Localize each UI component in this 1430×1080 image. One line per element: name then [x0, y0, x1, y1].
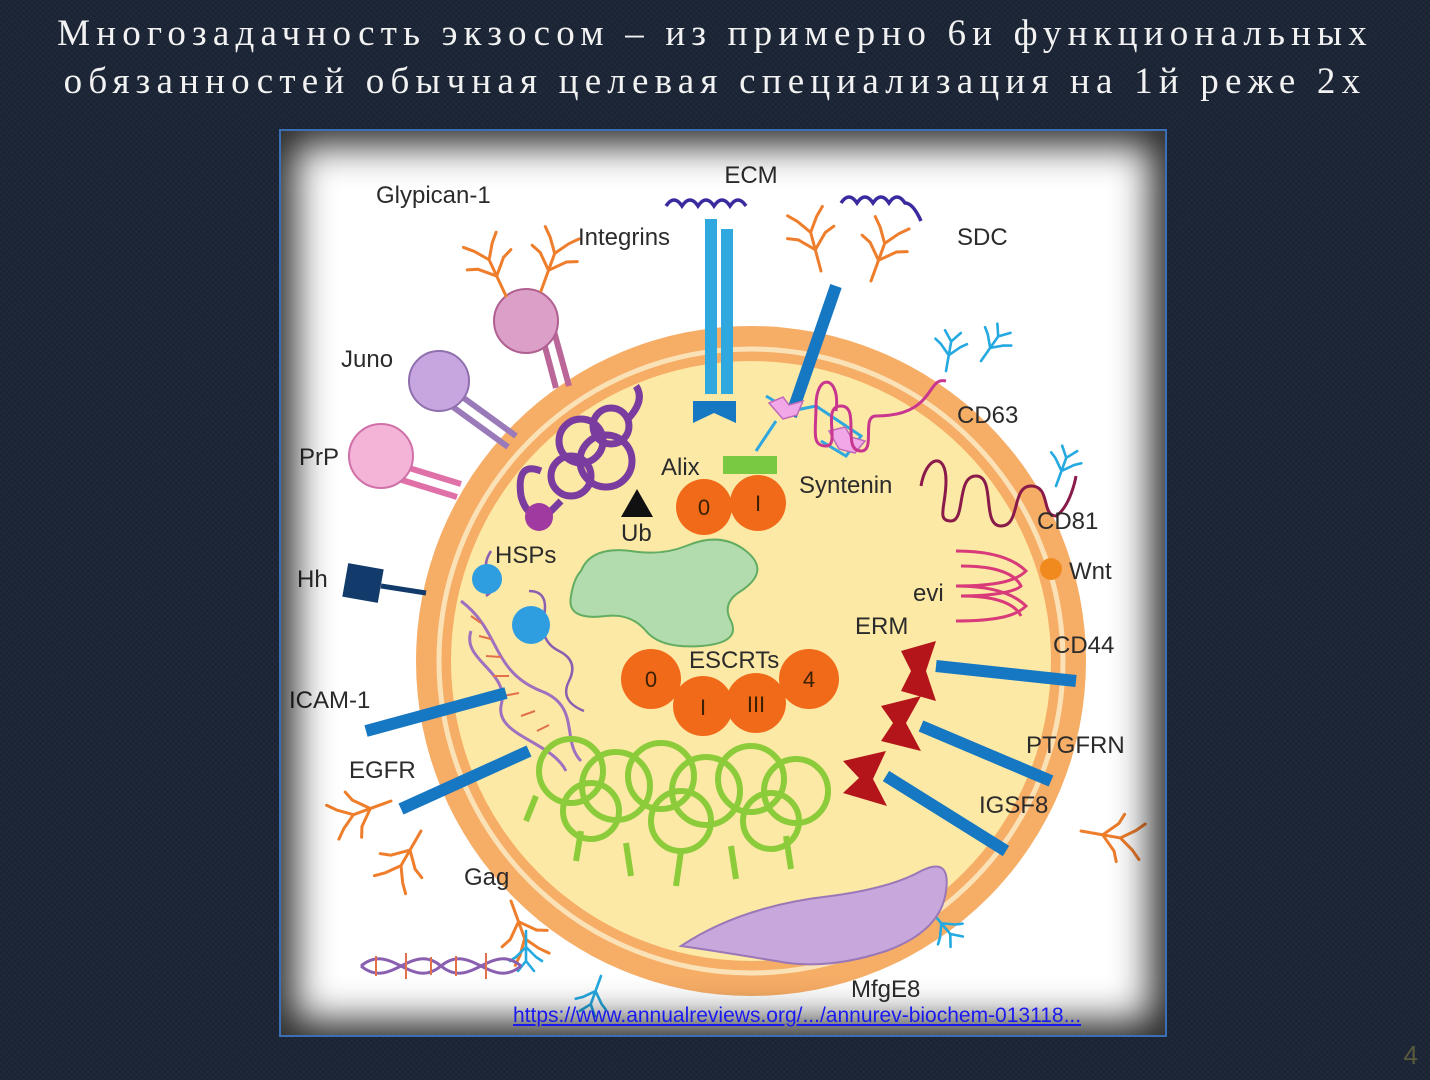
sdc-receptor	[780, 203, 917, 418]
label-mfge8: MfgE8	[851, 976, 920, 1003]
title-line-2: обязанностей обычная целевая специализац…	[63, 61, 1367, 102]
label-cd81: CD81	[1037, 508, 1098, 535]
escrt-subunit-iii: III	[747, 692, 765, 717]
page-number: 4	[1403, 1040, 1418, 1070]
label-juno: Juno	[341, 346, 393, 373]
alix-subunit-i: I	[755, 491, 761, 516]
label-hsps: HSPs	[495, 542, 556, 569]
slide-title: Многозадачность экзосом – из примерно 6и…	[0, 10, 1430, 106]
hh-ligand	[342, 563, 427, 603]
syntenin-protein	[754, 394, 867, 458]
label-prp: PrP	[299, 444, 339, 471]
glypican-1-protein	[456, 223, 587, 389]
title-line-1: Многозадачность экзосом – из примерно 6и…	[57, 13, 1373, 54]
label-sdc: SDC	[957, 224, 1008, 251]
label-gag: Gag	[464, 864, 509, 891]
icam-1-receptor	[364, 687, 508, 737]
ecm-coil-right	[839, 195, 923, 222]
exosome-figure: 0 I	[279, 129, 1167, 1037]
prp-protein	[348, 423, 462, 500]
dna-helix-outer	[360, 953, 522, 979]
label-evi: evi	[913, 580, 944, 607]
label-igsf8: IGSF8	[979, 792, 1048, 819]
label-wnt: Wnt	[1069, 558, 1112, 585]
evi-wnt-complex	[955, 549, 1062, 623]
cd44-receptor	[935, 660, 1077, 687]
label-glypican-1: Glypican-1	[376, 182, 491, 209]
label-ub: Ub	[621, 520, 652, 547]
mfge8-protein	[678, 865, 948, 966]
cd63-tetraspanin	[813, 379, 947, 453]
exosome-lumen	[451, 361, 1051, 961]
label-cd63: CD63	[957, 402, 1018, 429]
label-icam-1: ICAM-1	[289, 687, 370, 714]
label-integrins: Integrins	[578, 224, 670, 251]
label-alix: Alix	[661, 454, 700, 481]
ubiquitin-triangle	[621, 489, 653, 517]
green-organelle	[569, 538, 759, 648]
juno-protein	[408, 350, 518, 450]
purple-tangled-protein	[516, 384, 643, 520]
label-ptgfrn: PTGFRN	[1026, 732, 1125, 759]
alix-subunit-0: 0	[698, 495, 710, 520]
purple-protein-ball	[525, 503, 553, 531]
label-egfr: EGFR	[349, 757, 416, 784]
source-link[interactable]: https://www.annualreviews.org/.../annure…	[513, 1004, 1082, 1027]
integrins-receptor	[693, 219, 736, 423]
escrt-subunit-4: 4	[803, 667, 815, 692]
exosome-diagram: 0 I	[281, 131, 1165, 1035]
label-cd44: CD44	[1053, 632, 1114, 659]
egfr-receptor	[398, 745, 532, 815]
ptgfrn-receptor	[918, 720, 1054, 787]
ecm-coil-left	[664, 198, 748, 210]
label-ecm: ECM	[724, 162, 777, 189]
actin-cytoskeleton	[523, 736, 831, 887]
escrt-subunit-0: 0	[645, 667, 657, 692]
label-hh: Hh	[297, 566, 328, 593]
erm-proteins	[843, 641, 936, 806]
label-syntenin: Syntenin	[799, 472, 892, 499]
igsf8-receptor	[882, 770, 1010, 857]
label-escrts: ESCRTs	[689, 647, 779, 674]
cd81-tetraspanin	[919, 459, 1078, 528]
alix-complex: 0 I	[676, 456, 786, 535]
membrane-inner-line	[436, 346, 1066, 976]
escrt-subunit-i: I	[700, 695, 706, 720]
hsps-group	[472, 550, 585, 713]
escrts-complex: 0 I III 4	[621, 649, 839, 736]
label-erm: ERM	[855, 613, 908, 640]
